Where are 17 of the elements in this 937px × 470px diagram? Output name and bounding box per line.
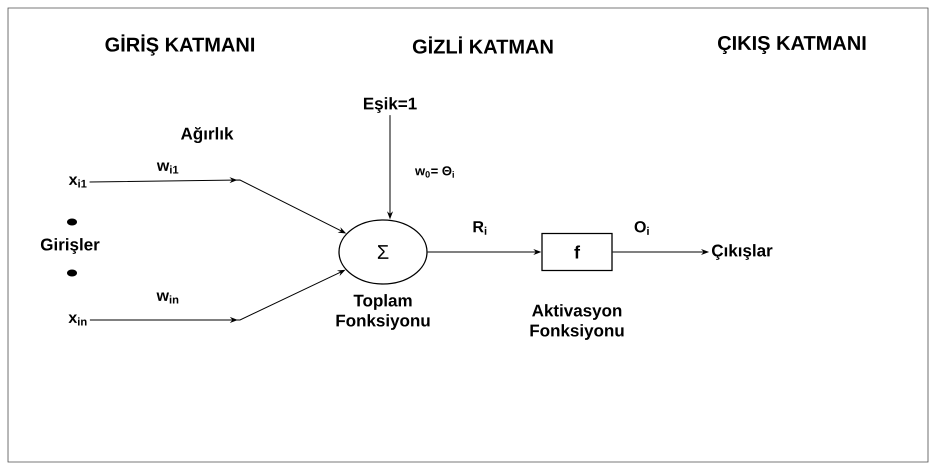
function-box: f [541,232,613,272]
edge-label: w$_{i1}$ [156,161,180,175]
node-label: Aktivasyon Fonksiyonu [530,304,624,340]
layer-heading: GİRİŞ KATMANI [105,34,254,56]
edge-label: w$_{in}$ [156,291,180,305]
layer-heading: GİZLİ KATMAN [412,36,553,54]
edge-label: O$_{i}$ [632,220,652,236]
input-label: x$_{in}$ [68,314,86,326]
output-label: Çıkışlar [712,244,772,260]
node-label: Toplam Fonksiyonu [336,294,430,330]
threshold-label: Eşik=1 [364,97,417,113]
inputs-label: Girişler [40,238,100,254]
bias-label: w$_{0}$= Θ$_{i}$ [414,166,454,178]
layer-heading: ÇIKIŞ KATMANI [718,36,866,54]
edge-label: R$_{i}$ [471,220,489,236]
input-label: x$_{i1}$ [68,176,87,188]
weight-heading: Ağırlık [180,126,234,144]
